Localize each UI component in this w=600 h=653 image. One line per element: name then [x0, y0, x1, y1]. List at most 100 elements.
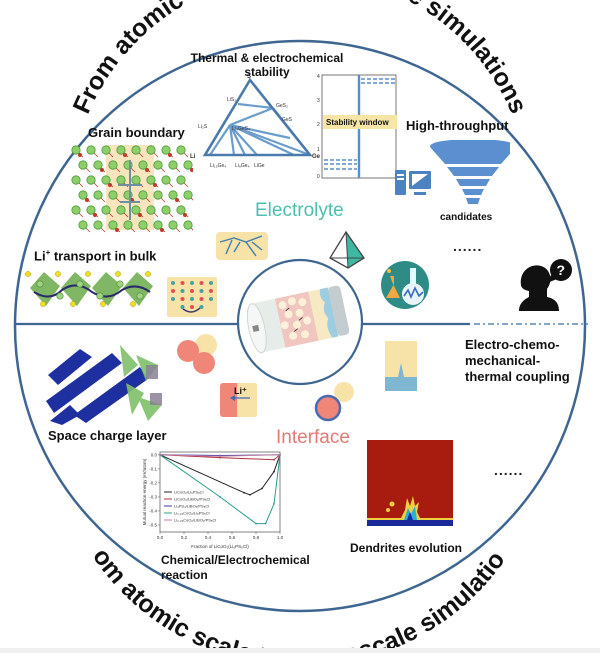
li-atom: [108, 220, 118, 230]
anion-site: [85, 198, 89, 202]
li-atom: [138, 220, 148, 230]
data-point: [279, 453, 281, 456]
dendrite-growth-icon: [385, 341, 417, 391]
li-transport-structure: [25, 271, 153, 307]
polyhedron: [30, 272, 60, 306]
li-atom: [138, 160, 148, 170]
lattice-site: [171, 289, 175, 293]
li-symbol: Li: [34, 248, 46, 264]
li-atom: [123, 220, 133, 230]
lattice-site: [209, 297, 213, 301]
series-line-3: [159, 454, 281, 525]
stability-window-badge: [323, 115, 397, 129]
anion-site: [168, 153, 172, 157]
li-atom: [146, 145, 156, 155]
data-point: [219, 456, 221, 459]
li-atom: [168, 160, 178, 170]
sulfur-atom: [100, 301, 106, 307]
x-tick-label: 1.0: [277, 535, 284, 540]
gb-pathway: [118, 160, 142, 220]
lower-dashed-levels: [324, 159, 357, 170]
ternary-phase-diagram: S Li Ge LiS₂ GeS₂ GeS Li₂S Li₄GeS₄ Li₁₅G…: [190, 74, 320, 169]
high-throughput-graphic: [395, 140, 510, 204]
sulfur-atom: [40, 301, 46, 307]
coupling-label: Electro-chemo- mechanical- thermal coupl…: [465, 337, 570, 385]
li-atom: [56, 292, 64, 300]
battery-cell-graphic: [246, 285, 350, 354]
lattice-site: [190, 305, 194, 309]
lattice-site: [171, 281, 175, 285]
data-point: [273, 458, 275, 461]
space-charge-structure: [46, 345, 162, 425]
anion-site: [153, 183, 157, 187]
anion-site: [183, 213, 187, 217]
li-atom: [78, 190, 88, 200]
data-point: [273, 470, 275, 473]
interface-title: Interface: [276, 427, 350, 448]
lattice-site: [190, 281, 194, 285]
phase-li15ge4: Li₁₅Ge₄: [210, 163, 226, 169]
vertex-li: Li: [190, 154, 196, 160]
li-ion-label: Li⁺: [234, 386, 247, 396]
data-point: [261, 487, 263, 490]
y-tick-label: -0.1: [149, 466, 157, 471]
li-atom: [108, 160, 118, 170]
sulfur-atom: [85, 271, 91, 277]
lattice-site: [199, 289, 204, 293]
reaction-label-line1: Chemical/Electrochemical: [161, 553, 310, 567]
li-atom: [78, 160, 88, 170]
anion-site: [100, 168, 104, 172]
grain-network-icon: [216, 232, 268, 260]
lattice-site: [190, 297, 194, 301]
coupling-label-line3: thermal coupling: [465, 369, 570, 384]
series-line-1: [159, 454, 281, 461]
chart-plot-area: [159, 451, 281, 533]
li-atom: [101, 175, 111, 185]
li-atom: [116, 175, 126, 185]
li-atom: [176, 175, 186, 185]
grain-boundary-label: Grain boundary: [88, 125, 185, 140]
space-charge-label: Space charge layer: [48, 428, 167, 443]
polyhedron: [123, 272, 153, 306]
y-tick: 1: [317, 147, 320, 153]
electrolyte-more-ellipsis: ......: [453, 238, 483, 254]
data-point: [219, 496, 221, 498]
li-atom: [131, 205, 141, 215]
li-atom: [161, 175, 171, 185]
li-atom: [176, 145, 186, 155]
li-atom: [153, 160, 163, 170]
anion-site: [123, 153, 127, 157]
candidates-label: candidates: [440, 212, 493, 223]
data-point: [159, 453, 161, 456]
x-tick-label: 0.2: [181, 535, 188, 540]
li-atom: [138, 190, 148, 200]
data-point: [264, 522, 267, 525]
polyhedron: [92, 272, 122, 306]
lattice-site: [209, 289, 213, 293]
li-atom: [146, 205, 156, 215]
reaction-label: Chemical/Electrochemical reaction: [161, 553, 310, 583]
chart-x-label: Fraction of LiCoO₂(Li₆PS₅Cl): [191, 544, 249, 549]
li-atom: [136, 292, 144, 300]
x-tick-label: 0.8: [253, 535, 260, 540]
li-atom: [146, 175, 156, 185]
lattice-site: [180, 289, 185, 293]
phase-li9ge4: Li₉Ge₄: [235, 163, 250, 169]
anode-layer: [319, 287, 339, 338]
anion-site: [78, 153, 82, 157]
sulfur-atom: [115, 271, 121, 277]
series-line-0: [159, 454, 281, 496]
li-atom: [86, 175, 96, 185]
li-atom: [86, 145, 96, 155]
sulfur-atom: [70, 301, 76, 307]
ternary-triangle: [202, 77, 313, 157]
li-atom: [168, 220, 178, 230]
sulfur-atom: [145, 271, 151, 277]
li-atom: [116, 205, 126, 215]
legend-label: Li₃PS₄/LiBO₂/PS₅Cl: [174, 504, 209, 509]
lattice-site: [180, 297, 185, 301]
legend-label: Li₀.₃₃CoO₂/Li₆PS₅Cl: [174, 511, 210, 516]
sulfur-atom: [130, 301, 136, 307]
phase-ges: GeS: [282, 117, 293, 123]
stability-label-line1: Thermal & electrochemical: [190, 51, 344, 65]
